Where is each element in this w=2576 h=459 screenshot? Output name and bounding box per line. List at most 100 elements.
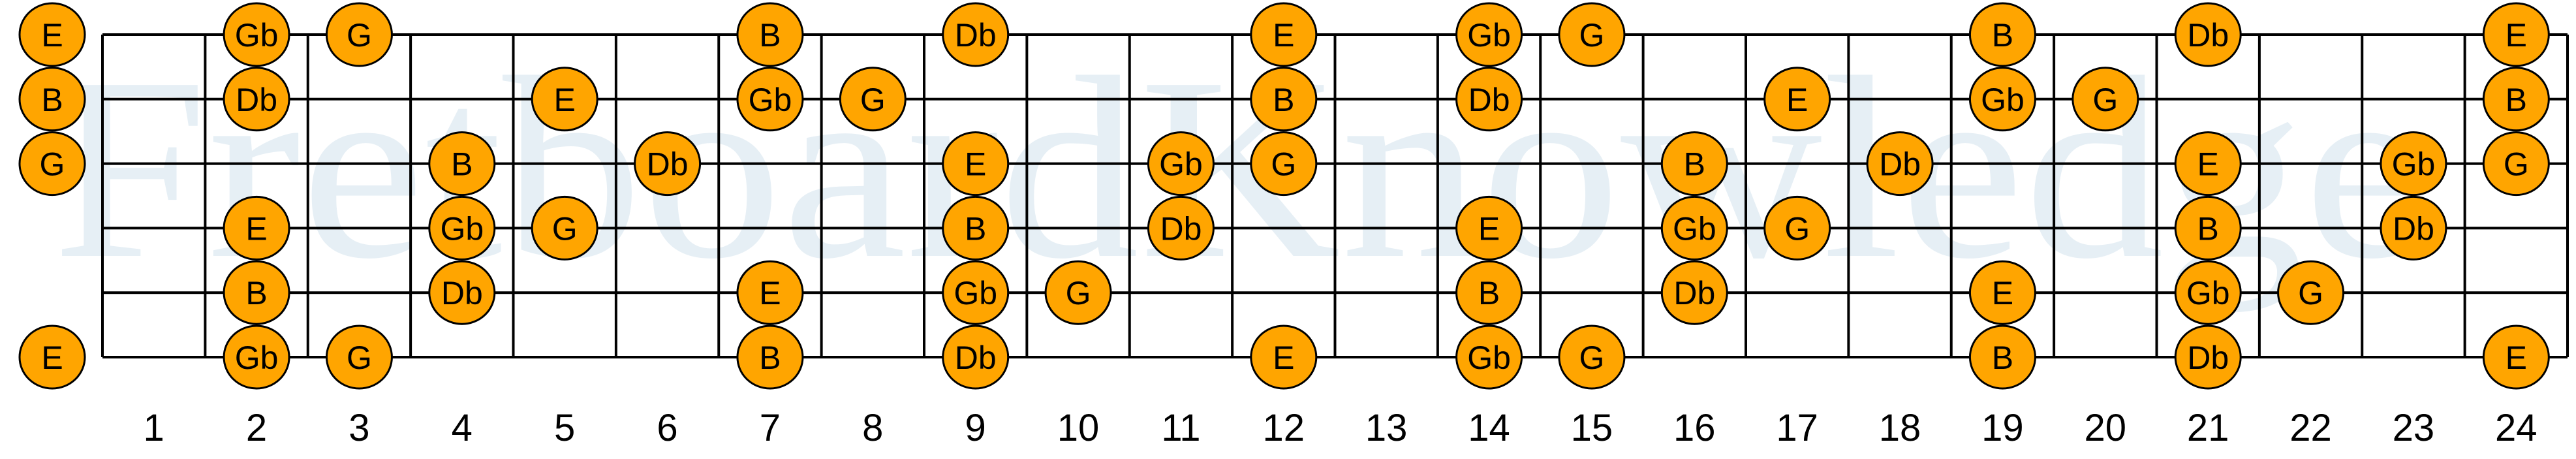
note-circle	[325, 324, 393, 390]
note-marker: G	[18, 131, 86, 197]
note-marker: E	[531, 67, 598, 132]
note-marker: Gb	[1968, 67, 2036, 132]
note-circle	[1763, 195, 1831, 261]
fret-number: 10	[1057, 407, 1100, 449]
note-label: Db	[647, 146, 689, 183]
fret-number: 3	[349, 407, 369, 449]
note-label: B	[451, 146, 473, 183]
fret-number: 21	[2187, 407, 2229, 449]
note-circle	[942, 131, 1010, 197]
note-label: E	[965, 146, 986, 183]
note-label: B	[2506, 82, 2527, 118]
note-marker: E	[1763, 67, 1831, 132]
note-circle	[1866, 131, 1934, 197]
note-label: G	[1579, 17, 1604, 54]
note-circle	[736, 2, 804, 67]
note-marker: Db	[1455, 67, 1523, 132]
note-marker: E	[942, 131, 1010, 197]
note-marker: G	[839, 67, 907, 132]
note-circle	[736, 324, 804, 390]
note-label: E	[554, 82, 576, 118]
note-circle	[2174, 131, 2242, 197]
note-marker: G	[1558, 324, 1626, 390]
note-marker: Gb	[1455, 324, 1523, 390]
note-circle	[1147, 195, 1215, 261]
note-marker: E	[2174, 131, 2242, 197]
note-marker: Gb	[223, 324, 290, 390]
note-marker: B	[942, 195, 1010, 261]
fret-number: 16	[1673, 407, 1716, 449]
note-label: G	[1066, 275, 1091, 311]
note-label: B	[2197, 210, 2219, 247]
note-label: Db	[1673, 275, 1715, 311]
note-marker: E	[1250, 2, 1318, 67]
note-circle	[428, 260, 496, 325]
note-circle	[223, 260, 290, 325]
note-label: G	[1579, 340, 1604, 376]
note-circle	[2380, 131, 2447, 197]
note-label: Gb	[1673, 210, 1716, 247]
note-label: E	[1273, 17, 1294, 54]
fret-number: 22	[2289, 407, 2332, 449]
note-marker: E	[1250, 324, 1318, 390]
fret-number: 9	[965, 407, 986, 449]
note-circle	[839, 67, 907, 132]
note-label: Db	[2393, 210, 2434, 247]
note-marker: Db	[942, 324, 1010, 390]
note-marker: Gb	[2380, 131, 2447, 197]
note-label: E	[2197, 146, 2219, 183]
note-marker: E	[2482, 324, 2550, 390]
note-circle	[428, 195, 496, 261]
note-marker: B	[2174, 195, 2242, 261]
note-circle	[18, 131, 86, 197]
note-label: Db	[2187, 340, 2229, 376]
note-marker: B	[2482, 67, 2550, 132]
note-circle	[428, 131, 496, 197]
fret-number: 12	[1263, 407, 1305, 449]
note-marker: E	[223, 195, 290, 261]
note-marker: Gb	[1147, 131, 1215, 197]
note-label: B	[965, 210, 986, 247]
note-label: B	[1684, 146, 1705, 183]
note-marker: E	[1968, 260, 2036, 325]
note-circle	[325, 2, 393, 67]
note-circle	[1250, 324, 1318, 390]
watermark: FretboardKnowledge	[52, 24, 2428, 313]
note-marker: Gb	[223, 2, 290, 67]
note-circle	[736, 67, 804, 132]
fret-number: 5	[554, 407, 575, 449]
note-label: Db	[955, 340, 997, 376]
note-circle	[2482, 324, 2550, 390]
note-circle	[1558, 324, 1626, 390]
note-marker: E	[18, 324, 86, 390]
fret-number: 18	[1879, 407, 1921, 449]
note-marker: B	[428, 131, 496, 197]
note-marker: B	[736, 324, 804, 390]
note-label: E	[41, 340, 63, 376]
note-label: Gb	[235, 340, 279, 376]
note-marker: G	[1558, 2, 1626, 67]
fret-grid	[101, 33, 2569, 358]
note-marker: Db	[2174, 324, 2242, 390]
note-marker: Db	[223, 67, 290, 132]
note-marker: B	[1455, 260, 1523, 325]
note-circle	[1968, 260, 2036, 325]
note-label: Db	[236, 82, 277, 118]
note-label: Gb	[1981, 82, 2025, 118]
note-label: B	[1273, 82, 1294, 118]
note-label: G	[860, 82, 886, 118]
note-circle	[942, 2, 1010, 67]
note-marker: Db	[1866, 131, 1934, 197]
note-circle	[2482, 131, 2550, 197]
note-marker: B	[1660, 131, 1728, 197]
note-circle	[2277, 260, 2345, 325]
note-circle	[531, 67, 598, 132]
note-marker: Gb	[1455, 2, 1523, 67]
note-label: B	[759, 17, 781, 54]
note-circle	[1660, 260, 1728, 325]
note-label: E	[2506, 340, 2527, 376]
note-circle	[1147, 131, 1215, 197]
note-circle	[736, 260, 804, 325]
